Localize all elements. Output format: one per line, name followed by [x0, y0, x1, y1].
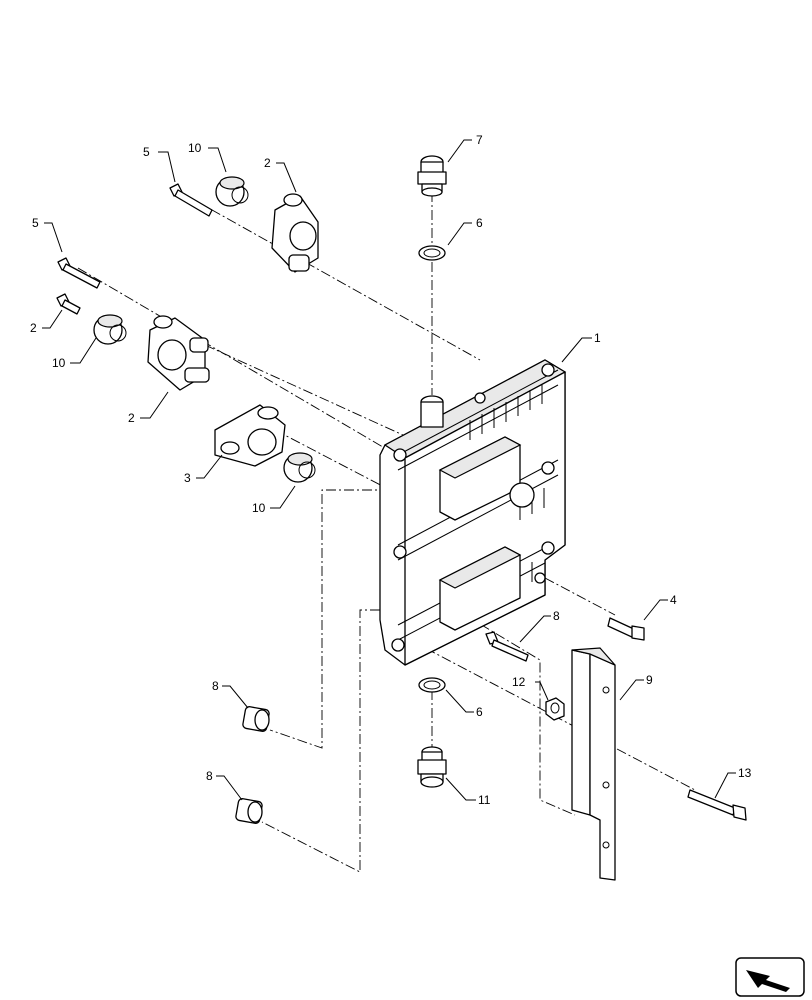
callout-12: 12	[512, 675, 526, 689]
bolt-4	[607, 617, 645, 641]
callout-10-mid: 10	[52, 356, 66, 370]
callout-labels: 1 5 10 2 5 2 10 2 3 10 7 6 4 8 8 8 9 12 …	[30, 133, 752, 807]
damper-10-top	[215, 176, 249, 207]
bracket-2-mid	[147, 315, 210, 391]
bolt-5-upper	[169, 183, 213, 217]
callout-4: 4	[670, 593, 677, 607]
callout-2-top: 2	[264, 156, 271, 170]
callout-8-spacer-upper: 8	[212, 679, 219, 693]
callout-2-small: 2	[30, 321, 37, 335]
arrow-icon[interactable]	[735, 957, 805, 997]
damper-10-low	[283, 452, 316, 483]
bolt-13	[687, 789, 747, 821]
bracket-2-top	[271, 193, 319, 273]
leader-lines	[42, 139, 736, 801]
fitting-7	[417, 155, 447, 197]
callout-10-low: 10	[252, 501, 266, 515]
callout-8-bolt: 8	[553, 609, 560, 623]
assembly-lines	[77, 191, 696, 873]
callout-1: 1	[594, 331, 601, 345]
callout-2-mid: 2	[128, 411, 135, 425]
o-ring-top	[418, 245, 446, 261]
bolt-2-small	[56, 293, 81, 315]
o-ring-bottom	[418, 677, 446, 693]
bracket-3	[214, 404, 286, 467]
bracket-plate-9	[571, 647, 616, 881]
callout-5-upper: 5	[143, 145, 150, 159]
callout-6-bottom: 6	[476, 705, 483, 719]
control-unit	[379, 359, 567, 666]
callout-5-lower: 5	[32, 216, 39, 230]
callout-9: 9	[646, 673, 653, 687]
fitting-11	[417, 746, 447, 788]
bolt-8	[485, 631, 529, 662]
bolt-5-lower	[57, 257, 101, 289]
callout-6-top: 6	[476, 216, 483, 230]
callout-11: 11	[478, 793, 491, 807]
spacer-8-lower	[235, 798, 263, 824]
spacer-8-upper	[242, 706, 270, 732]
callout-13: 13	[738, 766, 752, 780]
callout-10-top: 10	[188, 141, 202, 155]
callout-8-spacer-lower: 8	[206, 769, 213, 783]
damper-10-mid	[93, 314, 127, 345]
callout-7: 7	[476, 133, 483, 147]
callout-3: 3	[184, 471, 191, 485]
nut-12	[545, 697, 565, 721]
